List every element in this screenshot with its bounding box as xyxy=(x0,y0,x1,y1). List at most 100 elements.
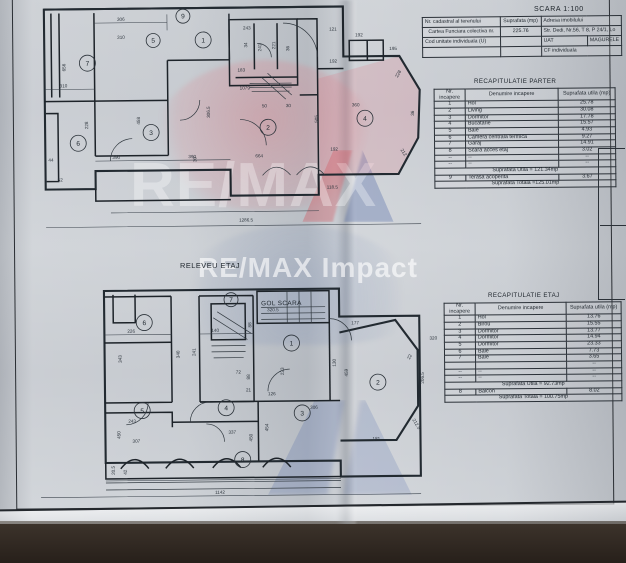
svg-text:7: 7 xyxy=(86,61,90,68)
plan-upper-parter: 7 6 1 9 5 3 2 4 306 310 390 390 1079 664… xyxy=(42,5,422,228)
svg-text:4: 4 xyxy=(224,405,228,412)
svg-text:390: 390 xyxy=(112,155,120,160)
svg-text:34: 34 xyxy=(243,42,248,48)
svg-text:8: 8 xyxy=(241,457,245,464)
svg-text:192: 192 xyxy=(329,59,337,64)
table-row-total: Suprafata Totala = 100.75mp xyxy=(444,394,622,403)
svg-text:118.5: 118.5 xyxy=(327,185,339,190)
svg-text:306.5: 306.5 xyxy=(206,106,211,118)
svg-text:664: 664 xyxy=(255,153,263,158)
svg-text:3: 3 xyxy=(149,130,153,137)
svg-text:9: 9 xyxy=(181,13,185,20)
svg-text:206.5: 206.5 xyxy=(420,372,425,384)
cell-uat-value: MAGURELE xyxy=(587,35,622,46)
recapitulatie-etaj-table: Nr. incapere Denumire incapere Suprafata… xyxy=(443,301,623,403)
floor-plan-drawing: 7 6 1 9 5 3 2 4 306 310 390 390 1079 664… xyxy=(41,5,438,498)
svg-text:50: 50 xyxy=(262,103,268,108)
parter-total: Suprafata Totala =125.01mp xyxy=(434,180,616,189)
svg-text:320: 320 xyxy=(429,336,437,341)
adjacent-sheet-edge xyxy=(598,148,625,300)
svg-text:1079: 1079 xyxy=(240,85,251,90)
cell-blank2 xyxy=(422,46,501,58)
svg-text:454: 454 xyxy=(264,423,269,431)
plan-lower-etaj: 6 5 7 4 1 3 2 8 1142 320.5 226 140 243 3… xyxy=(41,287,438,498)
svg-text:307: 307 xyxy=(132,439,140,444)
svg-text:126: 126 xyxy=(268,391,276,396)
svg-text:1286.5: 1286.5 xyxy=(239,217,254,222)
svg-text:140: 140 xyxy=(211,328,219,333)
svg-text:5: 5 xyxy=(140,408,144,415)
svg-text:1: 1 xyxy=(290,341,294,348)
svg-text:72: 72 xyxy=(236,370,242,375)
svg-text:36: 36 xyxy=(410,110,415,116)
svg-text:52: 52 xyxy=(58,177,64,182)
svg-text:241: 241 xyxy=(257,43,262,51)
svg-text:130: 130 xyxy=(332,358,337,366)
svg-text:390: 390 xyxy=(188,154,196,159)
svg-text:243: 243 xyxy=(128,419,136,424)
svg-text:2: 2 xyxy=(266,125,270,132)
svg-text:20.5: 20.5 xyxy=(111,466,116,475)
svg-text:223: 223 xyxy=(280,367,285,375)
page-fold-shadow xyxy=(336,0,356,527)
svg-text:183: 183 xyxy=(237,68,245,73)
cell-cf-individual-label: CF individuala xyxy=(541,45,622,57)
svg-text:306: 306 xyxy=(310,405,318,410)
svg-text:30: 30 xyxy=(286,103,292,108)
svg-text:212: 212 xyxy=(399,148,408,158)
svg-text:505: 505 xyxy=(314,115,319,123)
svg-text:192: 192 xyxy=(330,147,338,152)
adjacent-sheet-divider xyxy=(600,225,626,226)
header-name: Denumire incapere xyxy=(465,88,559,102)
svg-text:340: 340 xyxy=(176,350,181,358)
svg-text:21: 21 xyxy=(246,387,252,392)
gol-scara-label: GOL SCARA xyxy=(261,300,302,307)
svg-text:360: 360 xyxy=(352,102,360,107)
svg-text:228: 228 xyxy=(394,69,402,79)
header-area: Suprafata utila (mp) xyxy=(566,301,622,315)
plan-lower-caption: RELEVEU ETAJ xyxy=(180,261,240,270)
svg-text:459: 459 xyxy=(344,368,349,376)
svg-text:5: 5 xyxy=(151,38,155,45)
cell-blank xyxy=(500,36,542,47)
parter-table-caption: RECAPITULATIE PARTER xyxy=(474,78,557,85)
svg-text:88: 88 xyxy=(247,322,252,328)
svg-text:177: 177 xyxy=(351,320,359,325)
svg-text:320.5: 320.5 xyxy=(267,307,279,312)
svg-text:458: 458 xyxy=(136,117,141,125)
svg-text:44: 44 xyxy=(48,158,54,163)
svg-text:310: 310 xyxy=(117,35,125,40)
svg-text:6: 6 xyxy=(76,141,80,148)
title-block-table: Nr. cadastral al terenului Suprafata (mp… xyxy=(421,14,623,59)
svg-text:656: 656 xyxy=(61,63,66,71)
svg-text:306: 306 xyxy=(117,17,125,22)
svg-text:1: 1 xyxy=(201,37,205,44)
header-nr: Nr. incapere xyxy=(444,303,476,316)
paper-sheet xyxy=(0,0,626,521)
svg-text:241: 241 xyxy=(192,348,197,356)
svg-text:36: 36 xyxy=(285,45,290,51)
svg-text:42: 42 xyxy=(123,469,128,475)
svg-text:22: 22 xyxy=(406,353,413,360)
svg-text:1142: 1142 xyxy=(215,490,225,495)
svg-text:121: 121 xyxy=(329,27,337,32)
svg-text:450: 450 xyxy=(116,431,121,439)
svg-text:450: 450 xyxy=(248,433,253,441)
svg-text:221: 221 xyxy=(271,41,276,49)
cell-blank3 xyxy=(500,46,542,57)
recapitulatie-parter-table: Nr. incapere Denumire incapere Suprafata… xyxy=(433,87,617,189)
svg-text:88: 88 xyxy=(246,374,251,380)
svg-text:2: 2 xyxy=(376,380,380,387)
svg-text:226: 226 xyxy=(127,329,135,334)
svg-text:212.5: 212.5 xyxy=(411,418,421,431)
svg-text:3: 3 xyxy=(300,410,304,417)
svg-text:343: 343 xyxy=(118,355,123,363)
etaj-total: Suprafata Totala = 100.75mp xyxy=(444,394,622,403)
svg-text:228: 228 xyxy=(84,121,89,129)
etaj-table-caption: RECAPITULATIE ETAJ xyxy=(488,292,560,299)
cell-area-header: Suprafata (mp) xyxy=(500,16,541,27)
